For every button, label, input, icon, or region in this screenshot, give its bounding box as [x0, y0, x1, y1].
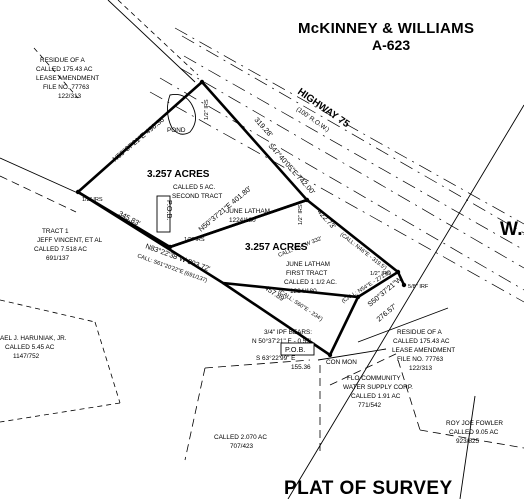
bearing-s47-top: 319.28' [253, 115, 276, 139]
monument-ipf-2: N 50°37'21" E - 0.55' [252, 337, 311, 345]
first-tract-note-4: 1224/180 [290, 288, 317, 295]
monuments [75, 79, 407, 358]
svg-text:CALLED 175.43 AC: CALLED 175.43 AC [393, 338, 450, 345]
parcel-residue-top: RESIDUE OF A CALLED 175.43 AC LEASE AMEN… [36, 57, 99, 100]
header-abstract: A-623 [372, 37, 410, 53]
svg-text:LEASE AMENDMENT: LEASE AMENDMENT [392, 347, 455, 354]
second-tract-note-2: SECOND TRACT [172, 193, 222, 200]
parcel-residue-bottom: RESIDUE OF A CALLED 175.43 AC LEASE AMEN… [392, 329, 455, 372]
monument-irs-3: 1/2" IRS [298, 204, 304, 225]
second-tract-acres: 3.257 ACRES [147, 169, 210, 180]
parcel-fowler: ROY JOE FOWLER CALLED 9.05 AC 923/825 [446, 420, 503, 445]
bearing-s47-low: 422.73' [316, 207, 339, 231]
svg-text:JEFF VINCENT, ET AL: JEFF VINCENT, ET AL [37, 237, 103, 244]
monument-irs-1: 1/2" IRS [82, 197, 103, 203]
header-owner: McKINNEY & WILLIAMS [298, 20, 474, 37]
first-tract-owner: JUNE LATHAM [226, 208, 270, 215]
svg-text:RESIDUE OF A: RESIDUE OF A [397, 329, 442, 336]
svg-text:AEL J. HARUNIAK, JR.: AEL J. HARUNIAK, JR. [0, 335, 67, 342]
second-tract-note-1: CALLED 5 AC. [173, 184, 215, 191]
parcel-harunak: AEL J. HARUNIAK, JR. CALLED 5.45 AC 1147… [0, 335, 67, 360]
monument-irs-5: 1/2" IRS [370, 271, 391, 277]
svg-text:CALLED 5.45 AC: CALLED 5.45 AC [5, 344, 55, 351]
svg-text:771/542: 771/542 [358, 402, 382, 409]
pond-outline [167, 94, 196, 135]
svg-text:TRACT 1: TRACT 1 [42, 228, 69, 235]
bearing-s47-full: S47°40'05"E 742.00' [267, 141, 318, 196]
svg-text:LEASE AMENDMENT: LEASE AMENDMENT [36, 75, 99, 82]
monument-tie-bearing: S 63°22'99" E [256, 354, 295, 362]
right-edge-text: W.A [500, 219, 524, 240]
svg-text:WATER SUPPLY CORP.: WATER SUPPLY CORP. [343, 384, 413, 391]
highway-row-lines [149, 27, 524, 303]
svg-text:P.O.B.: P.O.B. [165, 200, 174, 220]
first-tract-acres: 3.257 ACRES [245, 242, 308, 253]
first-tract-note-2: FIRST TRACT [286, 270, 327, 277]
pob-box-vertical: P.O.B. [156, 195, 174, 233]
svg-text:CALLED 2.070 AC: CALLED 2.070 AC [214, 434, 267, 441]
svg-text:707/423: 707/423 [230, 443, 254, 450]
svg-text:P.O.B.: P.O.B. [285, 345, 305, 354]
monument-con-mon: CON MON [326, 359, 357, 366]
pob-box-horizontal: P.O.B. [280, 342, 315, 356]
svg-text:122/313: 122/313 [409, 365, 433, 372]
svg-text:122/313: 122/313 [58, 93, 82, 100]
first-tract-note-1: JUNE LATHAM [286, 261, 330, 268]
svg-text:FLO COMMUNITY: FLO COMMUNITY [347, 375, 401, 382]
svg-text:FILE NO. 77763: FILE NO. 77763 [397, 356, 444, 363]
monument-irf: 5/8" IRF [408, 284, 429, 290]
bearing-n50-top: N50°37'21"E 496.36' [111, 114, 168, 164]
monument-irs-4: 1/2" IRS [184, 237, 205, 243]
svg-text:CALLED 9.05 AC: CALLED 9.05 AC [449, 429, 499, 436]
svg-text:691/137: 691/137 [46, 255, 70, 262]
parcel-called-2070: CALLED 2.070 AC 707/423 [214, 434, 267, 450]
svg-text:RESIDUE OF A: RESIDUE OF A [40, 57, 85, 64]
svg-text:923/825: 923/825 [456, 438, 480, 445]
monument-tie-dist: 155.36 [291, 364, 311, 371]
plat-title: PLAT OF SURVEY [284, 478, 453, 499]
parcel-flo: FLO COMMUNITY WATER SUPPLY CORP. CALLED … [343, 375, 413, 409]
monument-irs-2: 1/2" IRS [204, 99, 210, 120]
parcel-tract1: TRACT 1 JEFF VINCENT, ET AL CALLED 7.518… [34, 228, 103, 262]
monument-ipf-1: 3/4" IPF BEARS: [264, 329, 312, 336]
svg-text:CALLED 1.91 AC: CALLED 1.91 AC [351, 393, 401, 400]
first-tract-note-3: CALLED 1 1/2 AC. [284, 279, 337, 286]
first-tract-volpage: 1224/180 [229, 217, 256, 224]
svg-text:CALLED 7.518 AC: CALLED 7.518 AC [34, 246, 87, 253]
svg-text:1147/752: 1147/752 [13, 353, 40, 360]
pond-label: POND [167, 127, 186, 134]
svg-text:ROY JOE FOWLER: ROY JOE FOWLER [446, 420, 503, 427]
svg-text:FILE NO. 77763: FILE NO. 77763 [43, 84, 90, 91]
bearing-call-n46: (CALL: N46°E - 319.5') [339, 232, 388, 272]
svg-text:CALLED 175.43 AC: CALLED 175.43 AC [36, 66, 93, 73]
